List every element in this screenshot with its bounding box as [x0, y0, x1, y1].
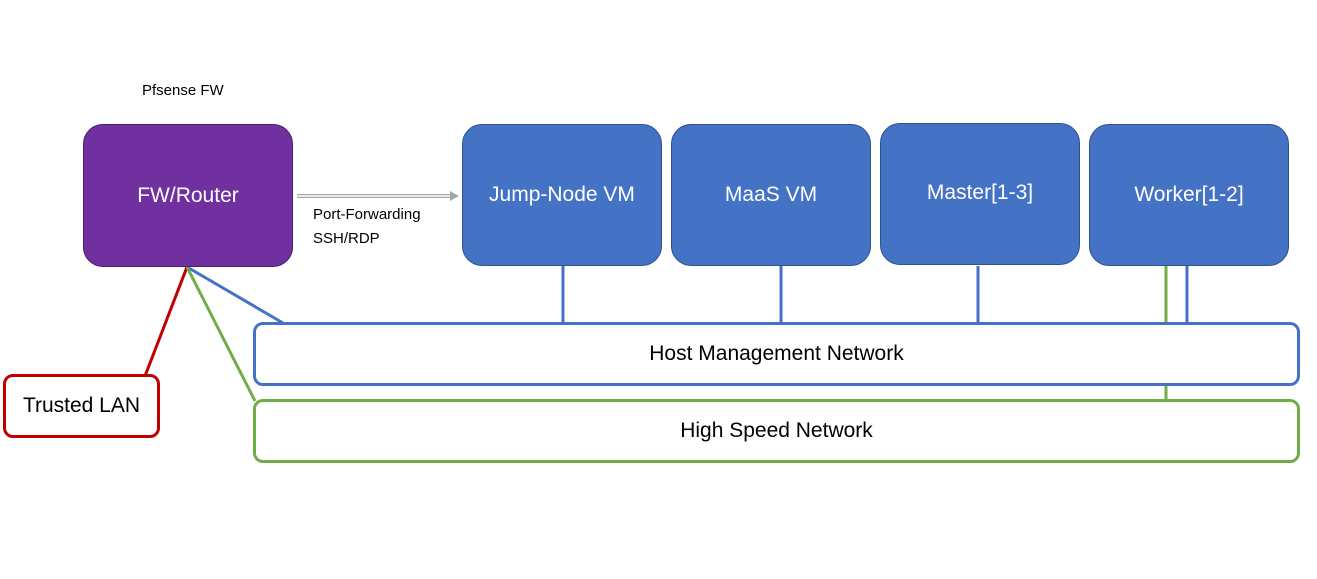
firewall-title: Pfsense FW	[142, 82, 224, 99]
trusted-lan-link	[143, 266, 189, 377]
maas-vm-label: MaaS VM	[724, 183, 818, 206]
router-box[interactable]: FW/Router	[83, 124, 293, 267]
host-management-network[interactable]: Host Management Network	[253, 322, 1300, 386]
master-label: Master[1-3]	[926, 181, 1034, 204]
jump-node-vm-box[interactable]: Jump-Node VM	[462, 124, 662, 266]
router-management-link	[186, 265, 284, 325]
router-label: FW/Router	[137, 183, 239, 207]
port-forwarding-label: Port-Forwarding	[313, 206, 421, 223]
worker-box[interactable]: Worker[1-2]	[1089, 124, 1289, 266]
worker-label: Worker[1-2]	[1134, 183, 1244, 206]
master-box[interactable]: Master[1-3]	[880, 123, 1080, 265]
high-speed-network[interactable]: High Speed Network	[253, 399, 1300, 463]
trusted-lan-label: Trusted LAN	[22, 394, 141, 417]
ssh-rdp-label: SSH/RDP	[313, 230, 380, 247]
jump-node-vm-label: Jump-Node VM	[489, 183, 635, 206]
port-forwarding-arrow	[297, 191, 459, 201]
router-high-speed-link	[185, 266, 257, 402]
maas-vm-box[interactable]: MaaS VM	[671, 124, 871, 266]
trusted-lan[interactable]: Trusted LAN	[3, 374, 160, 438]
high-speed-network-label: High Speed Network	[680, 419, 873, 442]
host-management-network-label: Host Management Network	[649, 342, 904, 365]
